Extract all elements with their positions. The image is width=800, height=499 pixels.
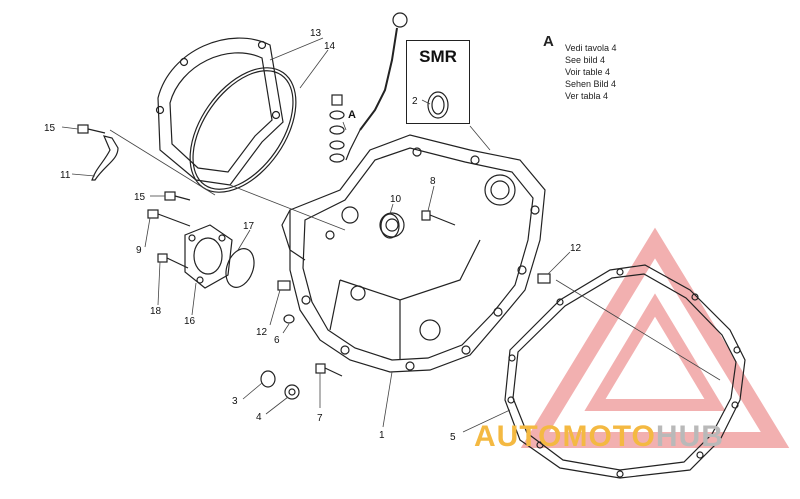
note-line: Sehen Bild 4	[565, 79, 617, 89]
callout-7: 7	[317, 413, 323, 424]
callout-15-mid: 15	[134, 192, 146, 203]
o-ring-17	[225, 248, 255, 288]
washer-6	[283, 314, 295, 324]
callout-10: 10	[390, 194, 402, 205]
dowel-12-left	[277, 280, 291, 291]
dowel-12-right	[537, 273, 551, 284]
note-line: Voir table 4	[565, 67, 611, 77]
callout-16: 16	[184, 316, 196, 327]
callout-5: 5	[450, 432, 456, 443]
bolt-18	[157, 253, 189, 269]
callout-labels: 13 14 15 11 15 9 17 18 16 A 10 8 2 12 12…	[44, 28, 582, 443]
note-letter: A	[543, 33, 554, 50]
callout-17: 17	[243, 221, 255, 232]
callout-4: 4	[256, 412, 262, 423]
smr-box: SMR	[406, 40, 470, 124]
callout-13: 13	[310, 28, 322, 39]
callout-18: 18	[150, 306, 162, 317]
flange-16	[184, 224, 233, 289]
crankcase-cover-1	[281, 134, 546, 373]
bolt-7	[315, 363, 343, 377]
seal-2	[427, 91, 449, 119]
callout-9: 9	[136, 245, 142, 256]
callout-8: 8	[430, 176, 436, 187]
callout-12-right: 12	[570, 243, 582, 254]
bolt-15-top	[77, 124, 106, 134]
bolt-8	[421, 210, 456, 226]
callout-A: A	[348, 109, 356, 121]
spacer-3	[260, 370, 276, 388]
nut-4	[284, 384, 300, 400]
bolt-15-mid	[164, 191, 191, 201]
note-line: See bild 4	[565, 55, 606, 65]
callout-6: 6	[274, 335, 280, 346]
oil-line-A	[329, 12, 408, 163]
watermark-text: AUTOMOTOHUB	[474, 420, 724, 454]
bolt-9	[147, 209, 191, 227]
note-line: Vedi tavola 4	[565, 43, 617, 53]
callout-14: 14	[324, 41, 336, 52]
callout-15-top: 15	[44, 123, 56, 134]
watermark-logo	[520, 227, 790, 448]
callout-12-left: 12	[256, 327, 268, 338]
leader-lines	[61, 37, 721, 433]
note-line: Ver tabla 4	[565, 91, 609, 101]
note-lines: Vedi tavola 4 See bild 4 Voir table 4 Se…	[565, 42, 617, 102]
callout-2: 2	[412, 96, 418, 107]
watermark-part1: AUTOMOTO	[474, 420, 656, 453]
clip-11	[91, 135, 119, 181]
clutch-cover-13	[155, 37, 284, 186]
watermark-part2: HUB	[655, 420, 724, 453]
smr-label: SMR	[419, 47, 457, 66]
callout-1: 1	[379, 430, 385, 441]
callout-11: 11	[60, 170, 71, 181]
seal-10	[380, 213, 400, 239]
o-ring-14	[189, 67, 297, 193]
callout-3: 3	[232, 396, 238, 407]
gasket-5	[504, 264, 746, 479]
